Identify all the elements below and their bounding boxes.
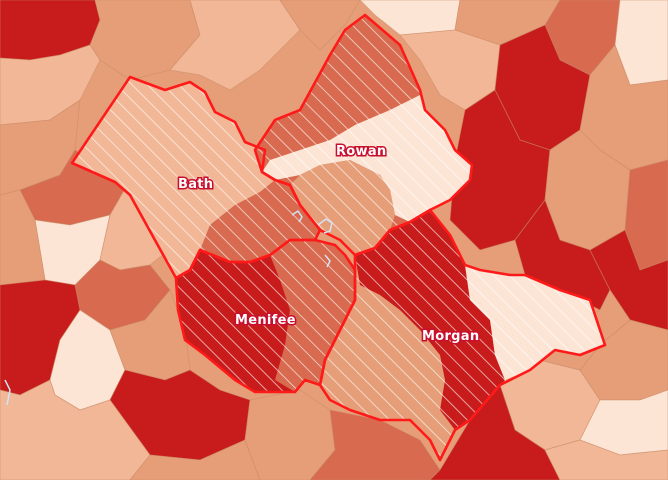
label-morgan: Morgan <box>422 329 479 344</box>
lake-shape <box>291 209 303 223</box>
bath-hatch <box>72 77 320 278</box>
county-rowan[interactable] <box>255 15 472 255</box>
rowan-boundary <box>253 13 474 257</box>
menifee-hatch <box>176 240 355 392</box>
rowan-hatch <box>255 15 472 255</box>
label-rowan: Rowan <box>336 144 386 159</box>
stream-line <box>4 379 11 406</box>
selected-counties <box>72 15 605 460</box>
morgan-boundary <box>318 208 607 462</box>
county-shape[interactable] <box>0 379 151 480</box>
label-menifee: Menifee <box>235 313 296 328</box>
county-menifee[interactable] <box>176 240 355 392</box>
lake-shape <box>317 218 333 234</box>
county-shape[interactable] <box>279 0 361 51</box>
morgan-hatch <box>320 210 605 460</box>
county-bath[interactable] <box>72 77 320 278</box>
county-labels: Bath Rowan Menifee Morgan <box>177 143 481 346</box>
lake-shape <box>324 254 331 268</box>
label-bath: Bath <box>178 177 213 192</box>
selected-boundaries <box>70 13 607 462</box>
county-shape[interactable] <box>544 439 668 480</box>
county-shape[interactable] <box>0 189 46 286</box>
water-features <box>4 209 333 406</box>
